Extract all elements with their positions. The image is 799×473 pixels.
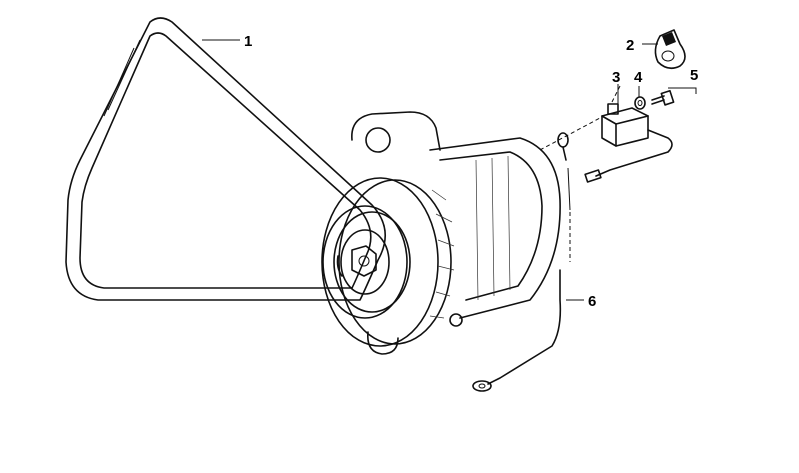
leader-lines (202, 39, 697, 301)
callout-6: 6 (588, 293, 596, 310)
washer[interactable] (634, 96, 646, 110)
callout-4: 4 (634, 69, 643, 86)
assembly-lines (539, 85, 621, 262)
callout-3: 3 (612, 69, 620, 86)
alternator[interactable] (321, 111, 561, 355)
clip[interactable] (654, 29, 686, 70)
ground-strap[interactable] (472, 132, 571, 392)
callout-2: 2 (626, 37, 634, 54)
v-belt[interactable] (65, 17, 387, 301)
bolt[interactable] (651, 89, 675, 106)
callout-5: 5 (690, 67, 698, 84)
callout-1: 1 (244, 33, 252, 50)
capacitor[interactable] (584, 103, 673, 183)
